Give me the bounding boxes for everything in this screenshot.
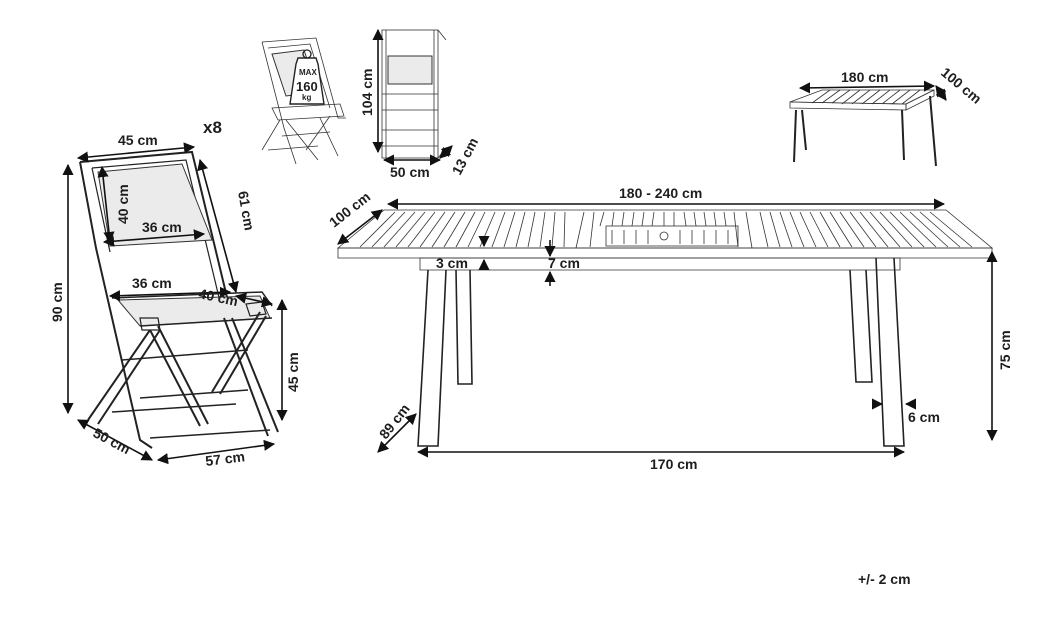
weight-icon [289,49,325,105]
folded-chair-drawing [381,29,447,159]
chair-seat-width-label: 45 cm [118,132,158,148]
table-leg-width-label: 6 cm [908,409,940,425]
chair-base-depth-label: 50 cm [91,425,134,458]
chair-total-height-label: 90 cm [49,282,65,322]
chair-quantity: x8 [203,118,222,137]
chair-back-side-label: 61 cm [235,190,258,232]
extended-table-labels: 180 - 240 cm 100 cm 3 cm 7 cm 75 cm 170 … [326,185,1013,472]
small-table-length-label: 180 cm [841,69,888,85]
chair-seat-front-label: 36 cm [132,275,172,291]
chair-seat-height-label: 45 cm [285,352,301,392]
table-slats-middle [589,211,739,248]
small-table-width-label: 100 cm [938,64,985,107]
small-table-dimension-lines [798,80,947,101]
table-length-range-label: 180 - 240 cm [619,185,702,201]
folded-height-label: 104 cm [359,69,375,116]
extended-table-dimension-lines [337,198,998,458]
max-load-value: 160 [296,79,318,94]
tolerance-note: +/- 2 cm [858,571,911,587]
table-top-thickness-label: 3 cm [436,255,468,271]
chair-labels: x8 45 cm 40 cm 36 cm 61 cm 90 cm 36 cm 4… [49,118,301,469]
folded-depth-label: 13 cm [449,135,482,178]
chair-dimension-lines [62,142,288,465]
table-height-label: 75 cm [997,330,1013,370]
table-apron-label: 7 cm [548,255,580,271]
max-load-label: MAX [299,68,317,77]
table-slats-left [359,211,566,248]
chair-load-drawing: MAX 160 kg [261,37,346,165]
folded-chair-dimension-lines [372,28,453,166]
table-width-label: 100 cm [326,189,373,231]
chair-back-height-label: 40 cm [115,184,131,224]
chair-back-width-label: 36 cm [142,219,182,235]
folded-width-label: 50 cm [390,164,430,180]
small-table-drawing [789,89,937,167]
table-leg-span-label: 170 cm [650,456,697,472]
chair-base-width-label: 57 cm [204,448,245,469]
max-load-unit: kg [302,93,311,102]
extended-table-drawing [336,209,994,447]
table-slats-right [759,211,973,248]
